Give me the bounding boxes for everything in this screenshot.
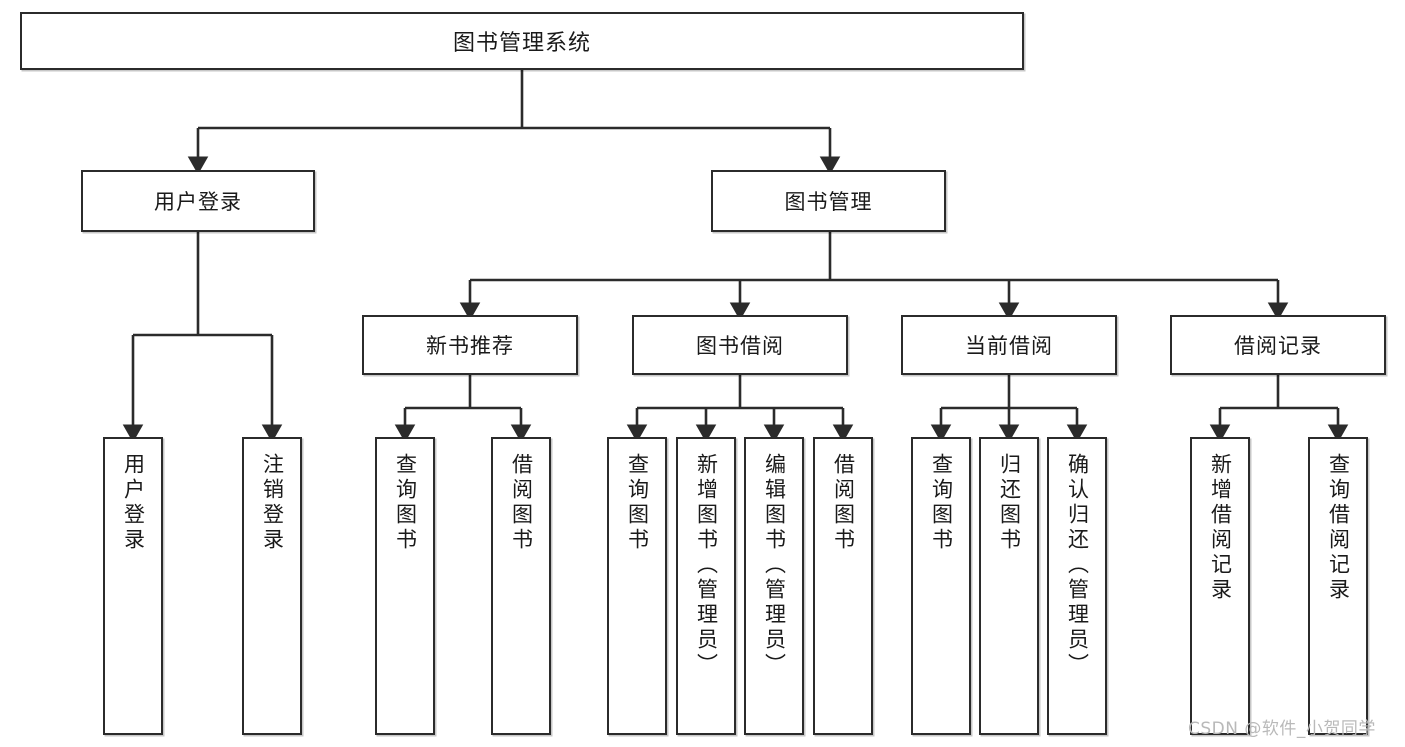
node-root-system[interactable]: 图书管理系统	[20, 12, 1024, 70]
leaf-query-book-current[interactable]: 查询图书	[911, 437, 971, 735]
node-label: 借阅图书	[831, 453, 856, 553]
leaf-borrow-book-recommend[interactable]: 借阅图书	[491, 437, 551, 735]
leaf-query-book-recommend[interactable]: 查询图书	[375, 437, 435, 735]
node-label: 借阅图书	[509, 453, 534, 553]
node-label: 用户登录	[121, 453, 146, 553]
node-label: 用户登录	[154, 190, 242, 214]
node-label: 图书管理	[784, 190, 873, 214]
leaf-add-book-admin[interactable]: 新增图书（管理员）	[676, 437, 736, 735]
node-label: 新增图书（管理员）	[694, 453, 719, 678]
node-current-borrow[interactable]: 当前借阅	[901, 315, 1117, 375]
leaf-borrow-book-borrow[interactable]: 借阅图书	[813, 437, 873, 735]
node-label: 查询图书	[625, 453, 650, 553]
node-user-login[interactable]: 用户登录	[81, 170, 315, 232]
node-label: 归还图书	[997, 453, 1022, 553]
node-label: 查询图书	[393, 453, 418, 553]
leaf-user-login[interactable]: 用户登录	[103, 437, 163, 735]
node-label: 当前借阅	[965, 334, 1053, 358]
leaf-logout-login[interactable]: 注销登录	[242, 437, 302, 735]
leaf-return-book[interactable]: 归还图书	[979, 437, 1039, 735]
node-new-book-recommend[interactable]: 新书推荐	[362, 315, 578, 375]
node-label: 查询图书	[929, 453, 954, 553]
node-label: 图书借阅	[696, 334, 784, 358]
node-label: 编辑图书（管理员）	[762, 453, 787, 678]
leaf-edit-book-admin[interactable]: 编辑图书（管理员）	[744, 437, 804, 735]
leaf-add-borrow-record[interactable]: 新增借阅记录	[1190, 437, 1250, 735]
node-book-manage[interactable]: 图书管理	[711, 170, 946, 232]
leaf-query-borrow-record[interactable]: 查询借阅记录	[1308, 437, 1368, 735]
node-book-borrow[interactable]: 图书借阅	[632, 315, 848, 375]
node-label: 借阅记录	[1234, 334, 1322, 358]
node-label: 确认归还（管理员）	[1065, 453, 1090, 678]
node-label: 新增借阅记录	[1208, 453, 1233, 603]
node-label: 查询借阅记录	[1326, 453, 1351, 603]
leaf-confirm-return-admin[interactable]: 确认归还（管理员）	[1047, 437, 1107, 735]
node-label: 新书推荐	[426, 334, 514, 358]
leaf-query-book-borrow[interactable]: 查询图书	[607, 437, 667, 735]
watermark: CSDN @软件_小贺同学	[1188, 719, 1376, 739]
node-label: 图书管理系统	[452, 31, 591, 56]
node-label: 注销登录	[260, 453, 285, 553]
node-borrow-record[interactable]: 借阅记录	[1170, 315, 1386, 375]
